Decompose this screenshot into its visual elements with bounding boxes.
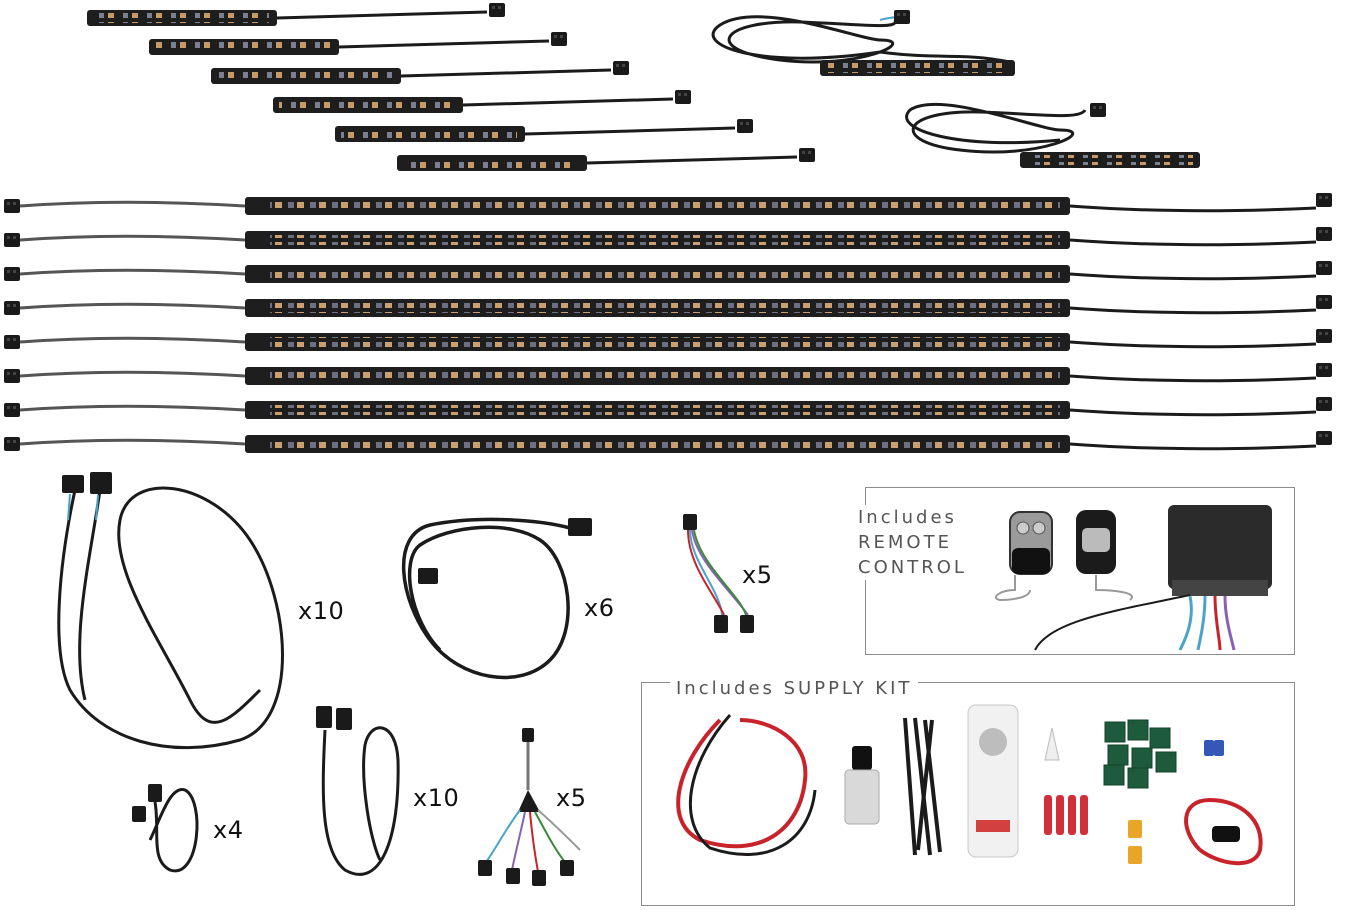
long-strip: [4, 193, 1332, 215]
remote-label-line1: Includes: [858, 505, 957, 530]
short-strip: [273, 90, 691, 113]
qty-extension-long: x10: [298, 597, 345, 625]
short-lead: [132, 784, 199, 873]
short-strips: [87, 3, 815, 171]
qty-jumper: x5: [742, 561, 773, 589]
butt-connectors: [1044, 795, 1088, 835]
capacitor-terminals: [1204, 740, 1224, 756]
splitter-harness: [478, 728, 581, 886]
short-strip: [397, 148, 815, 171]
qty-extension-medium: x10: [413, 784, 460, 812]
long-strips: [4, 193, 1332, 453]
inline-fuse-holder: [1184, 797, 1263, 866]
nozzle-cap: [1044, 727, 1060, 761]
extension-cable-coil: [401, 517, 592, 680]
short-strip: [149, 32, 567, 55]
coiled-strip-2: [905, 103, 1200, 168]
jumper-cable: [683, 514, 754, 633]
long-strip: [4, 431, 1332, 453]
coiled-strip-1: [711, 10, 1015, 76]
supply-kit-label: Includes SUPPLY KIT: [670, 676, 919, 701]
long-strip: [4, 227, 1332, 249]
supply-kit-items: [676, 704, 1263, 866]
long-strip: [4, 261, 1332, 283]
extension-cable-medium: [316, 706, 400, 876]
remote-control-kit: [995, 505, 1272, 651]
qty-splitter: x5: [556, 784, 587, 812]
long-strip: [4, 295, 1332, 317]
extension-cable-long: [57, 472, 284, 750]
short-strip: [211, 61, 629, 84]
adhesive-promoter-bottle: [844, 746, 880, 825]
zip-ties: [903, 717, 942, 856]
qty-extension-coil: x6: [584, 594, 615, 622]
long-strip: [4, 363, 1332, 385]
remote-label-line3: CONTROL: [858, 555, 967, 580]
short-strip: [87, 3, 505, 26]
fuses: [1128, 820, 1142, 864]
long-strip: [4, 397, 1332, 419]
qty-short-lead: x4: [213, 816, 244, 844]
sealant-tube: [967, 704, 1019, 858]
remote-label-line2: REMOTE: [858, 530, 952, 555]
supply-kit-frame: [641, 682, 1295, 906]
long-strip: [4, 329, 1332, 351]
short-strip: [335, 119, 753, 142]
mounting-pads: [1103, 719, 1177, 789]
